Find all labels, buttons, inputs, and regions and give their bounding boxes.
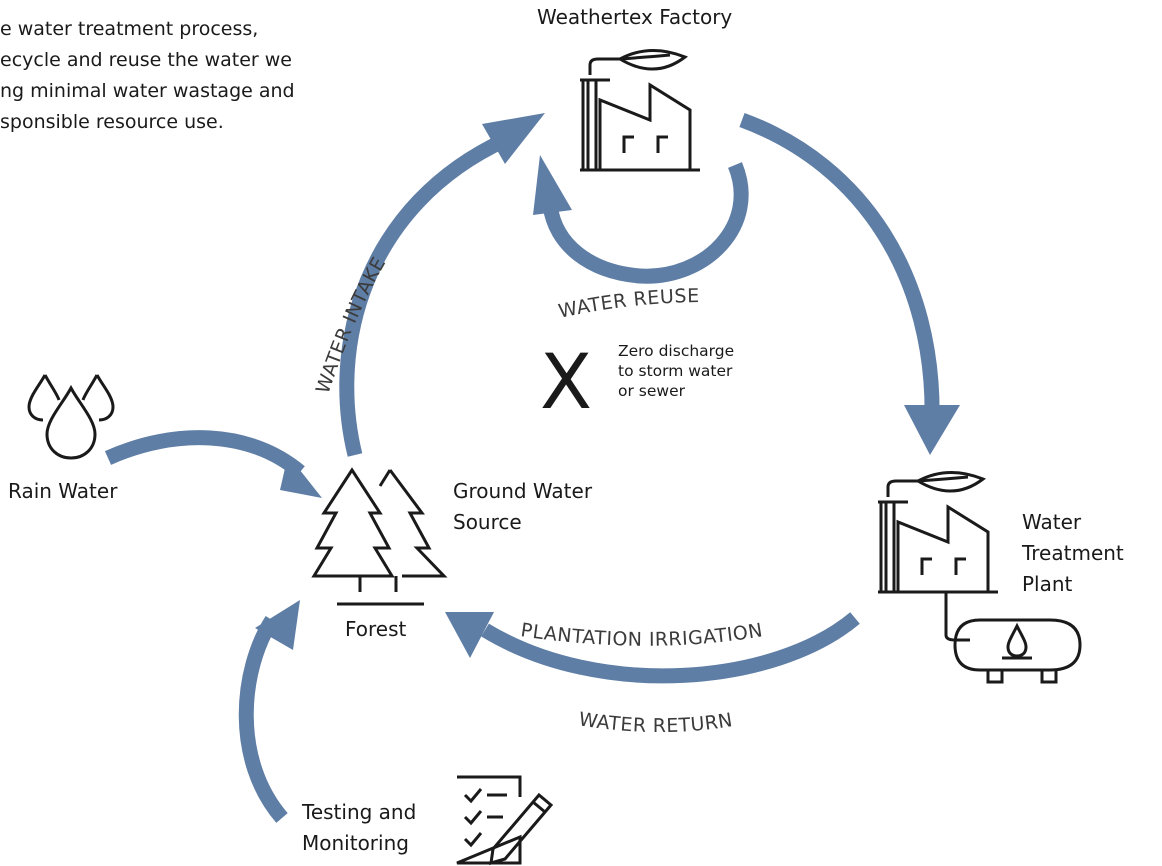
intro-line: ng minimal water wastage and [0, 80, 295, 102]
water-drops-icon [27, 374, 115, 460]
water-return-label: WATER RETURN [577, 708, 734, 737]
zero-discharge-line: Zero discharge [618, 342, 735, 360]
water-intake-arrowhead [482, 113, 545, 164]
zero-discharge-text: Zero discharge to storm water or sewer [618, 341, 734, 401]
plantation-irrigation-label: PLANTATION IRRIGATION [519, 619, 764, 651]
zero-discharge-line: or sewer [618, 382, 685, 400]
treatment-arrowhead [904, 405, 960, 455]
intro-line: sponsible resource use. [0, 111, 224, 133]
rain-water-label: Rain Water [8, 476, 117, 507]
treatment-plant-label: Water Treatment Plant [1022, 507, 1124, 600]
zero-discharge-mark: X [540, 337, 592, 426]
testing-arrowhead [255, 600, 300, 650]
treatment-arrow [739, 112, 940, 421]
intro-text: e water treatment process, ecycle and re… [0, 14, 390, 138]
ground-water-source-label: Ground Water Source [453, 476, 592, 538]
ground-water-line: Ground Water [453, 479, 593, 503]
testing-line: Monitoring [302, 831, 409, 855]
testing-line: Testing and [302, 800, 417, 824]
water-reuse-arrowhead [533, 155, 572, 215]
rain-water-arrowhead [280, 455, 322, 498]
water-tank-icon [944, 592, 1082, 684]
water-reuse-label: WATER REUSE [557, 285, 700, 323]
water-return-arrow [481, 612, 860, 684]
rain-water-arrow [104, 430, 305, 478]
factory-label-text: Weathertex Factory [537, 5, 733, 29]
testing-arrow [238, 615, 288, 823]
intro-line: e water treatment process, [0, 18, 259, 40]
testing-monitoring-label: Testing and Monitoring [302, 797, 416, 859]
factory-label: Weathertex Factory [537, 2, 732, 33]
water-intake-arrow [339, 133, 509, 457]
water-reuse-arrow [542, 162, 749, 284]
treatment-plant-icon [878, 470, 998, 594]
trees-icon [311, 467, 448, 606]
factory-icon [580, 48, 700, 172]
treatment-plant-line: Plant [1022, 572, 1073, 596]
treatment-plant-line: Water [1022, 510, 1082, 534]
ground-water-line: Source [453, 510, 522, 534]
intro-line: ecycle and reuse the water we [0, 49, 292, 71]
treatment-plant-line: Treatment [1022, 541, 1124, 565]
rain-water-label-text: Rain Water [8, 479, 118, 503]
forest-label: Forest [345, 614, 406, 645]
checklist-icon [456, 775, 554, 866]
zero-discharge-line: to storm water [618, 362, 733, 380]
flow-arrows [104, 112, 960, 823]
water-return-arrowhead [445, 612, 494, 658]
forest-label-text: Forest [345, 617, 407, 641]
